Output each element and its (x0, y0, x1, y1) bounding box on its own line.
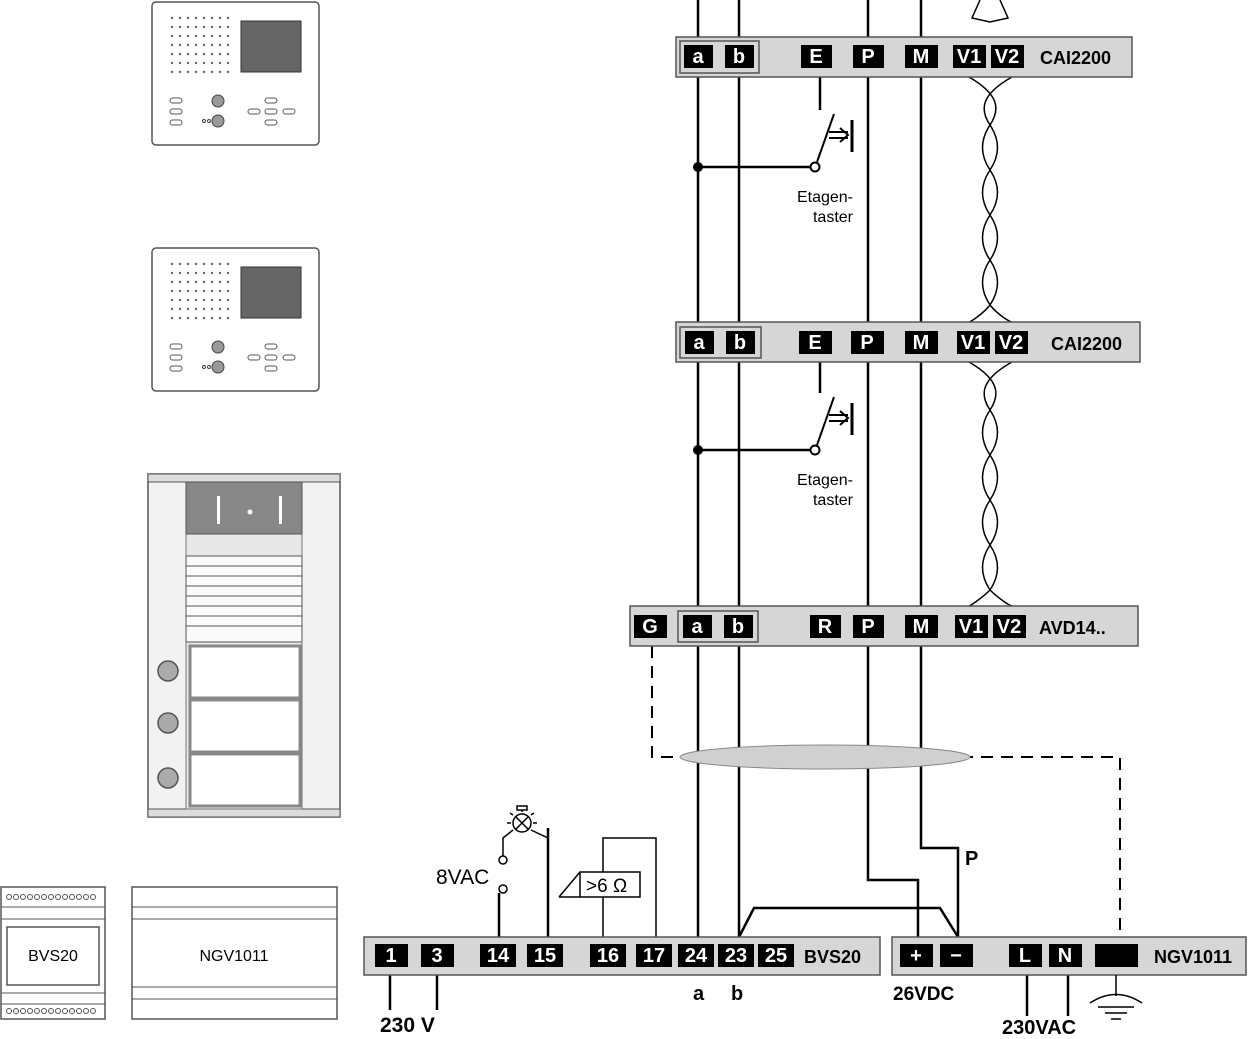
terminal-15: 15 (534, 945, 556, 967)
lamp-icon (498, 805, 549, 894)
device-name-ngv1011: NGV1011 (1154, 947, 1232, 967)
vdc26-label: 26VDC (893, 984, 955, 1005)
terminal-ground-block (1095, 944, 1138, 967)
bvs20-terminal-bar: 1 3 14 15 16 17 24 23 25 BVS20 (363, 936, 881, 976)
terminal-v1: V1 (957, 46, 981, 68)
indoor-station-illustration-1 (151, 1, 320, 146)
device-name-bvs20: BVS20 (804, 947, 861, 967)
terminal-n: N (1058, 945, 1072, 967)
terminal-v2: V2 (995, 46, 1019, 68)
device-name-cai2200-2: CAI2200 (1051, 334, 1122, 354)
terminal-v2: V2 (999, 332, 1023, 354)
terminal-3: 3 (431, 945, 442, 967)
terminal-e: E (808, 332, 821, 354)
device-name-avd14: AVD14.. (1039, 618, 1106, 638)
bvs20-module-label: BVS20 (28, 948, 78, 965)
terminal-16: 16 (597, 945, 619, 967)
terminal-1: 1 (385, 945, 396, 967)
resistance-label: >6 Ω (586, 876, 627, 897)
terminal-a: a (692, 46, 704, 68)
ngv1011-module-illustration: NGV1011 (131, 886, 338, 1020)
terminal-b: b (732, 616, 744, 638)
avd14-terminal-bar: G a b R P M V1 V2 AVD14.. (629, 605, 1139, 647)
terminal-m: M (913, 332, 930, 354)
junction-dots (693, 162, 703, 455)
terminal-plus: + (910, 945, 922, 967)
terminal-m: M (913, 46, 930, 68)
cable-bundle (679, 744, 971, 770)
terminal-r: R (818, 616, 833, 638)
etagentaster-label-2b: taster (813, 492, 854, 509)
terminal-a: a (691, 616, 703, 638)
vac230-label: 230VAC (1002, 1017, 1076, 1039)
terminal-17: 17 (643, 945, 665, 967)
v230-label: 230 V (380, 1014, 435, 1037)
dashed-wires (651, 0, 1121, 937)
p-label: P (965, 848, 978, 870)
terminal-v1: V1 (961, 332, 985, 354)
terminal-l: L (1019, 945, 1031, 967)
etagentaster-label-2a: Etagen- (797, 472, 853, 489)
floor-button-switch-1 (809, 113, 854, 173)
etagentaster-label-1b: taster (813, 209, 854, 226)
terminal-23: 23 (725, 945, 747, 967)
resistance-element (558, 837, 657, 937)
bell-buttons (157, 660, 179, 789)
floor-button-switch-2 (809, 396, 854, 456)
name-plates (188, 644, 302, 808)
terminal-14: 14 (487, 945, 510, 967)
etagentaster-label-1a: Etagen- (797, 189, 853, 206)
ground-icon (1089, 975, 1143, 1020)
terminal-v2: V2 (997, 616, 1021, 638)
twisted-pair-video (968, 0, 1013, 607)
door-station-illustration (147, 473, 341, 818)
ngv1011-terminal-bar: + − L N NGV1011 (891, 936, 1247, 976)
terminal-p: P (861, 616, 874, 638)
terminal-b: b (734, 332, 746, 354)
bvs20-module-illustration: BVS20 (0, 886, 106, 1020)
terminal-g: G (642, 616, 658, 638)
terminal-minus: − (950, 945, 962, 967)
monitor-screen (240, 20, 302, 73)
terminal-v1: V1 (959, 616, 983, 638)
monitor-screen (240, 266, 302, 319)
indoor-station-illustration-2 (151, 247, 320, 392)
terminal-25: 25 (765, 945, 787, 967)
a-label: a (693, 983, 705, 1005)
ngv1011-module-label: NGV1011 (199, 948, 268, 965)
cai2200-terminal-bar-2: a b E P M V1 V2 CAI2200 (675, 321, 1141, 363)
terminal-p: P (861, 46, 874, 68)
cai2200-terminal-bar-1: a b E P M V1 V2 CAI2200 (675, 36, 1133, 78)
terminal-a: a (693, 332, 705, 354)
speaker-grille (185, 555, 303, 643)
terminal-b: b (733, 46, 745, 68)
device-name-cai2200-1: CAI2200 (1040, 48, 1111, 68)
b-label: b (731, 983, 743, 1005)
terminal-24: 24 (685, 945, 708, 967)
vac8-label: 8VAC (436, 866, 489, 889)
terminal-m: M (913, 616, 930, 638)
terminal-p: P (860, 332, 873, 354)
terminal-e: E (809, 46, 822, 68)
camera-panel (185, 481, 303, 535)
